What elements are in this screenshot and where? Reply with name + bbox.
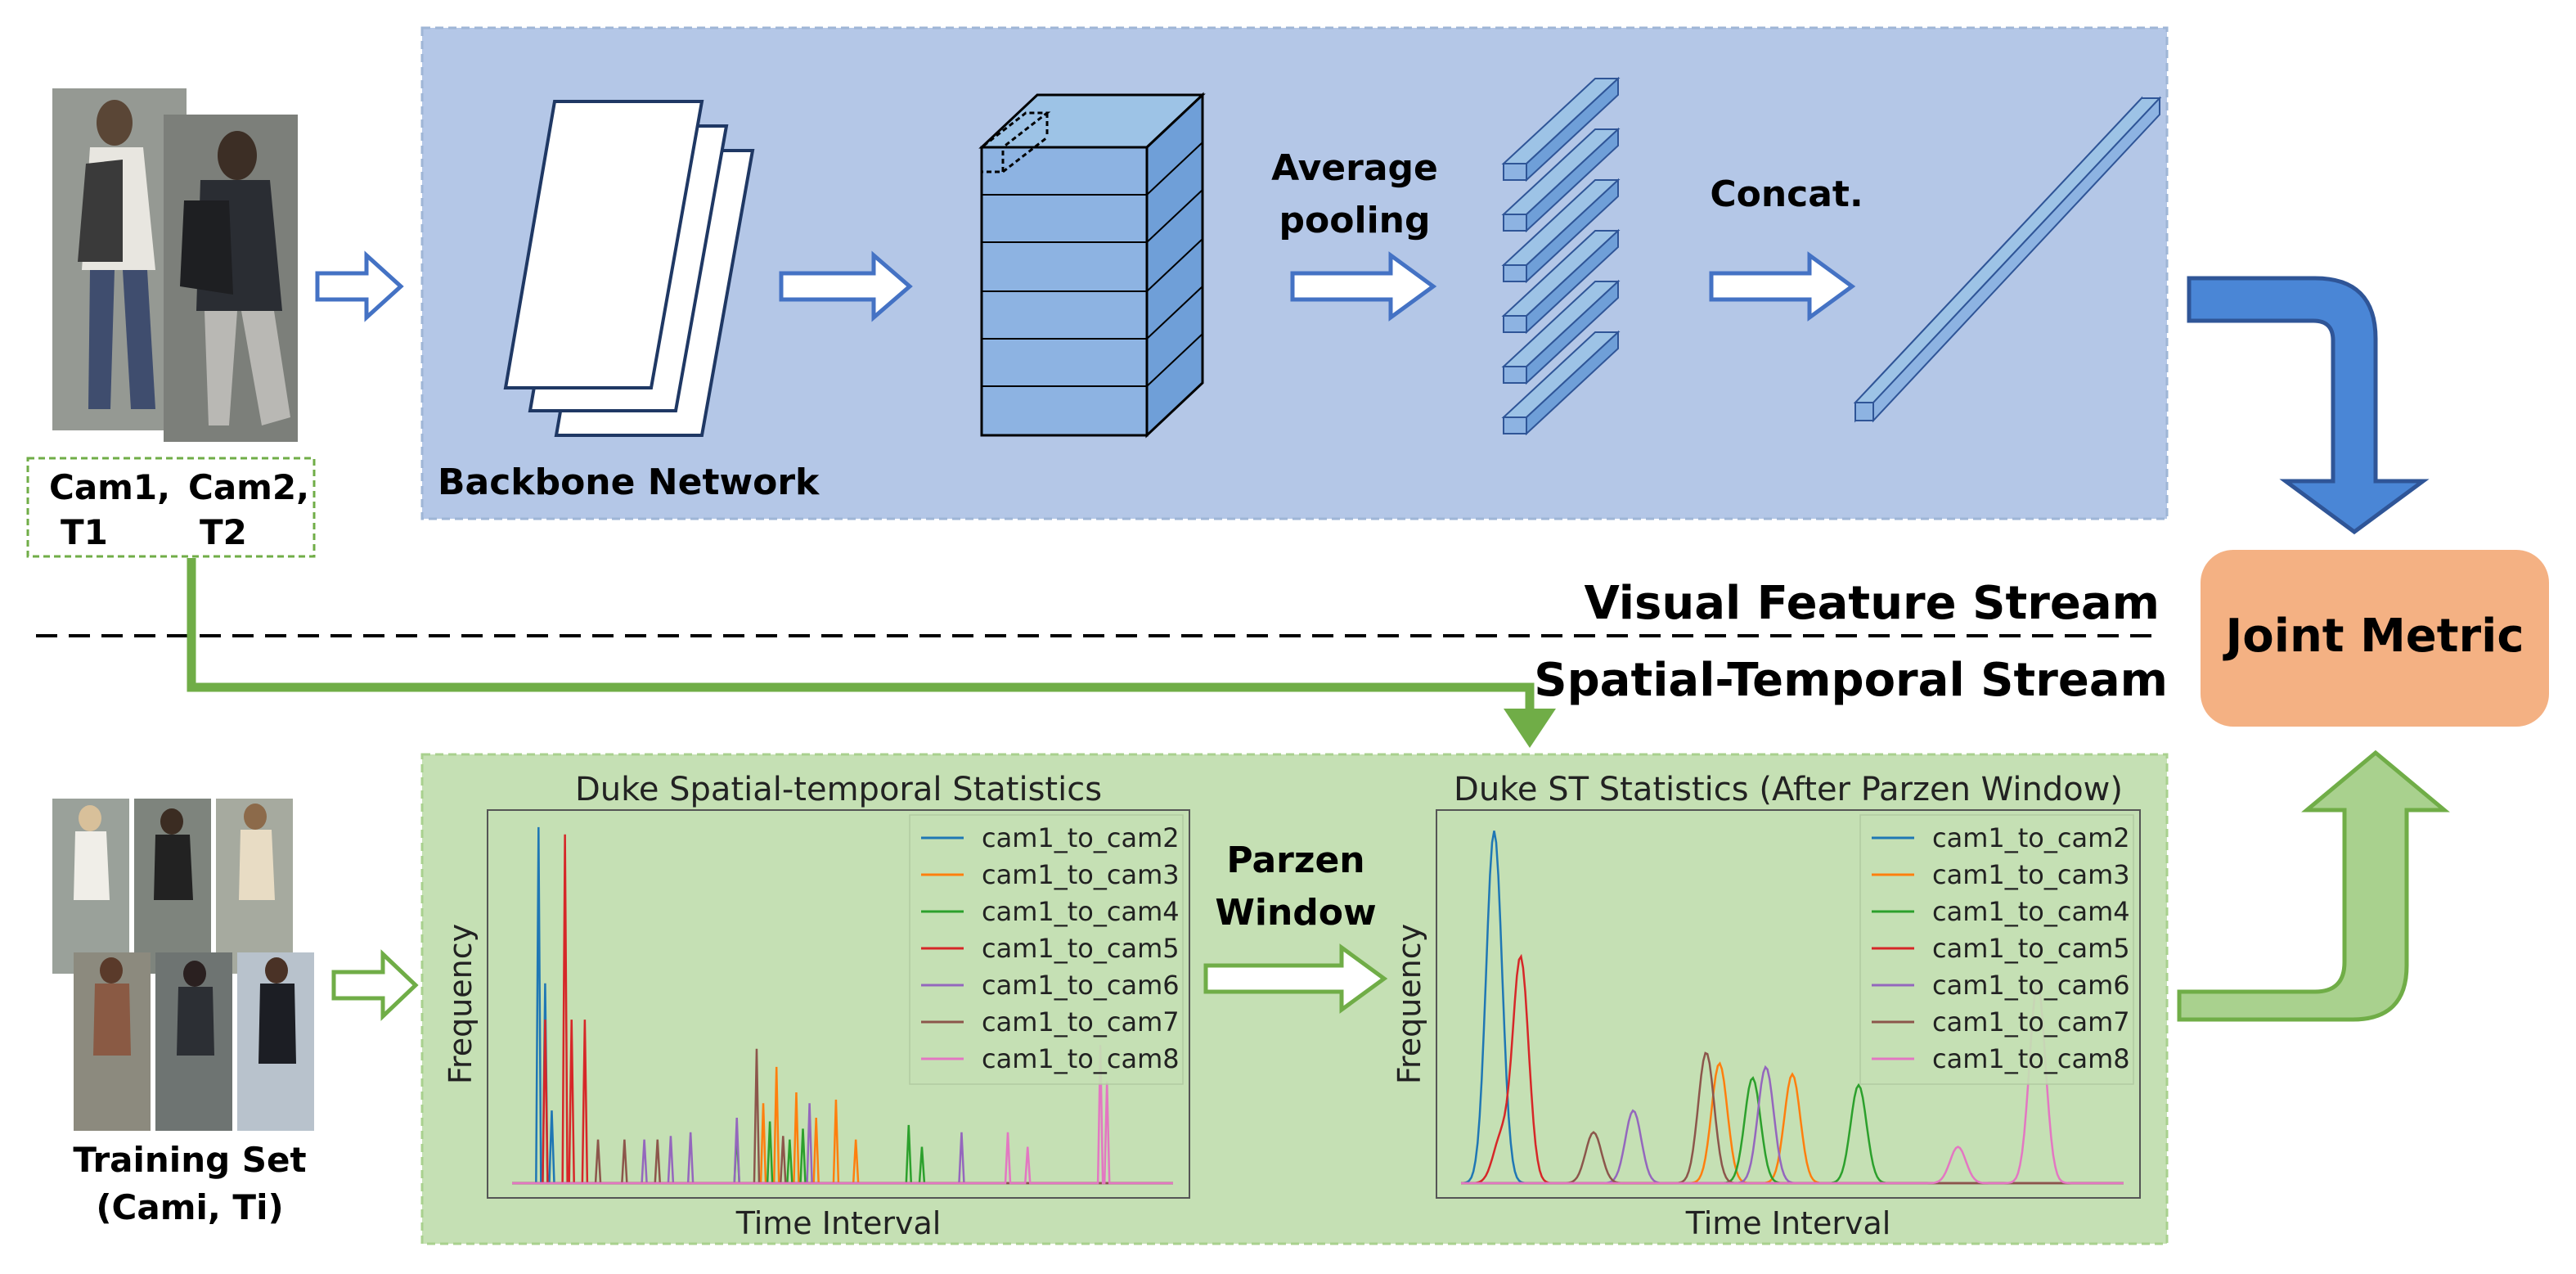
legend-label: cam1_to_cam3 xyxy=(1932,859,2130,890)
pooled-part-bar xyxy=(1501,330,1621,436)
cam1-person-photo xyxy=(52,88,187,430)
input-to-st-arrowhead xyxy=(1504,709,1556,748)
cam2-label: Cam2, xyxy=(188,467,309,507)
parzen-label-line1: Parzen xyxy=(1226,840,1364,881)
legend-label: cam1_to_cam2 xyxy=(1932,822,2130,853)
training-to-stats-arrow xyxy=(331,949,419,1021)
series-line-cam1_to_cam7 xyxy=(512,1048,1173,1185)
visual-stream-label: Visual Feature Stream xyxy=(1584,577,2160,630)
legend-label: cam1_to_cam8 xyxy=(982,1043,1180,1074)
pooling-arrow xyxy=(1290,251,1437,322)
pooled-part-bar xyxy=(1501,178,1621,284)
pooled-part-bar xyxy=(1501,127,1621,233)
legend-label: cam1_to_cam5 xyxy=(1932,933,2130,964)
pooled-part-features xyxy=(1501,76,1621,436)
legend-label: cam1_to_cam3 xyxy=(982,859,1180,890)
legend-label: cam1_to_cam8 xyxy=(1932,1043,2130,1074)
joint-metric-label: Joint Metric xyxy=(2222,610,2524,663)
concatenated-feature-bar xyxy=(1853,96,2162,423)
pooled-part-bar xyxy=(1501,228,1621,335)
backbone-to-featuremap-arrow xyxy=(779,250,913,322)
pooled-part-bar xyxy=(1501,279,1621,385)
cam1-label: Cam1, xyxy=(49,467,170,507)
feature-map-cube xyxy=(978,92,1206,439)
input-to-st-connector xyxy=(187,558,1535,710)
y-axis-label: Frequency xyxy=(443,924,479,1084)
x-axis-label: Time Interval xyxy=(735,1205,942,1241)
parzen-window-arrow xyxy=(1203,943,1388,1014)
t1-label: T1 xyxy=(61,512,108,552)
input-label-box xyxy=(26,457,316,558)
legend-label: cam1_to_cam7 xyxy=(1932,1006,2130,1038)
cam2-person-photo xyxy=(164,115,298,442)
training-set-sublabel: (Cami, Ti) xyxy=(96,1187,283,1227)
x-axis-label: Time Interval xyxy=(1685,1205,1891,1241)
concat-arrow xyxy=(1709,251,1856,322)
t2-label: T2 xyxy=(200,512,247,552)
legend-label: cam1_to_cam4 xyxy=(1932,896,2130,927)
series-line-cam1_to_cam8 xyxy=(512,1045,1173,1185)
y-axis-label: Frequency xyxy=(1391,924,1427,1084)
backbone-label: Backbone Network xyxy=(438,461,820,503)
legend-label: cam1_to_cam5 xyxy=(982,933,1180,964)
joint-metric-box xyxy=(2201,550,2549,727)
pooling-label-line1: Average xyxy=(1271,147,1438,189)
legend-label: cam1_to_cam6 xyxy=(982,970,1180,1001)
backbone-network-icon xyxy=(503,100,755,437)
training-set-photos xyxy=(52,799,314,1131)
training-set-label: Training Set xyxy=(73,1140,306,1180)
spatial-temporal-stream-label: Spatial-Temporal Stream xyxy=(1534,654,2168,707)
parzen-label-line2: Window xyxy=(1215,892,1376,934)
chart-title: Duke ST Statistics (After Parzen Window) xyxy=(1454,771,2123,808)
pooling-label-line2: pooling xyxy=(1279,200,1431,241)
st-to-joint-arrow xyxy=(2177,750,2450,1022)
visual-to-joint-arrow xyxy=(2187,276,2430,535)
series-line-cam1_to_cam8 xyxy=(1461,982,2124,1185)
concat-label: Concat. xyxy=(1710,173,1863,215)
pooled-part-bar xyxy=(1501,76,1621,182)
legend-label: cam1_to_cam2 xyxy=(982,822,1180,853)
series-line-cam1_to_cam2 xyxy=(512,826,1173,1185)
input-person-photos xyxy=(52,88,298,442)
legend-label: cam1_to_cam4 xyxy=(982,896,1180,927)
legend-label: cam1_to_cam6 xyxy=(1932,970,2130,1001)
chart-title: Duke Spatial-temporal Statistics xyxy=(575,771,1102,808)
legend-label: cam1_to_cam7 xyxy=(982,1006,1180,1038)
input-to-backbone-arrow xyxy=(315,250,404,322)
parzen-st-statistics-chart: Duke ST Statistics (After Parzen Window)… xyxy=(1391,771,2141,1241)
